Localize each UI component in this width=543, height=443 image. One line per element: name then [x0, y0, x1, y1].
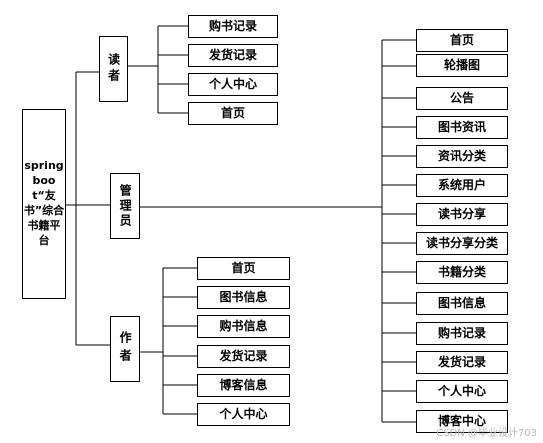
reader-item: 个人中心 — [188, 73, 278, 96]
reader-item: 购书记录 — [188, 15, 278, 38]
role-admin: 管理员 — [110, 173, 140, 239]
watermark: CSDN @毕业设计703 — [436, 428, 537, 439]
admin-item: 首页 — [416, 29, 508, 52]
admin-item: 个人中心 — [416, 380, 508, 403]
role-author: 作者 — [110, 316, 140, 382]
admin-item: 图书资讯 — [416, 116, 508, 139]
author-item: 博客信息 — [197, 374, 290, 397]
author-item: 首页 — [197, 257, 290, 280]
admin-item: 图书信息 — [416, 292, 508, 315]
admin-item: 读书分享分类 — [416, 232, 508, 255]
admin-item: 公告 — [416, 87, 508, 110]
admin-item: 发货记录 — [416, 351, 508, 374]
admin-item: 读书分享 — [416, 203, 508, 226]
author-item: 发货记录 — [197, 345, 290, 368]
author-item: 购书信息 — [197, 315, 290, 338]
admin-item: 书籍分类 — [416, 261, 508, 284]
reader-item: 首页 — [188, 102, 278, 125]
admin-item: 轮播图 — [416, 54, 508, 77]
reader-item: 发货记录 — [188, 44, 278, 67]
admin-item: 系统用户 — [416, 174, 508, 197]
admin-item: 购书记录 — [416, 322, 508, 345]
author-item: 图书信息 — [197, 286, 290, 309]
admin-item: 博客中心 — [416, 410, 508, 433]
admin-item: 资讯分类 — [416, 145, 508, 168]
root-node: springboot“友书”综合书籍平台 — [22, 109, 66, 299]
author-item: 个人中心 — [197, 403, 290, 426]
role-reader: 读者 — [99, 36, 128, 102]
